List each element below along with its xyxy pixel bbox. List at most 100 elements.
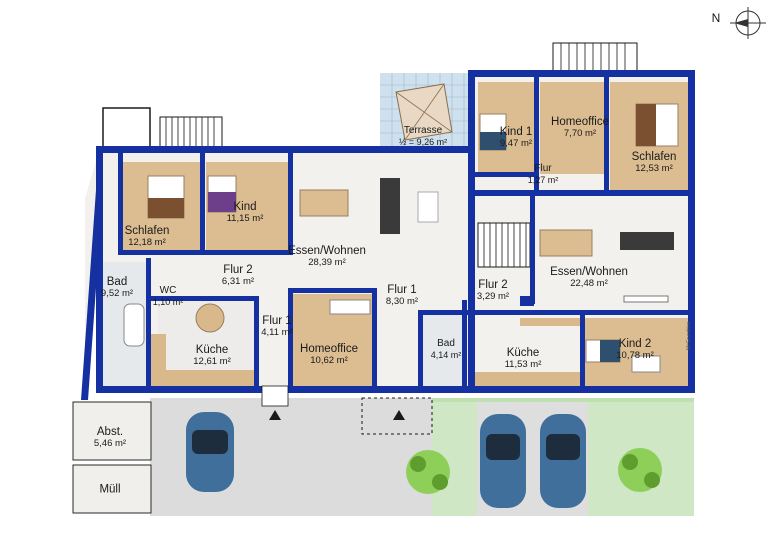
room-name: Bad: [106, 275, 128, 288]
shrub-1: [406, 450, 450, 494]
room-label-flur-2-right: Flur 2 3,29 m²: [477, 279, 509, 303]
room-label-flur-2-left: Flur 2 6,31 m²: [222, 264, 254, 288]
room-name: Bad: [437, 338, 455, 350]
room-label-homeoffice-left: Homeoffice 10,62 m²: [300, 343, 358, 367]
room-area: 28,39 m²: [308, 257, 346, 269]
room-area: 1,27 m²: [527, 174, 559, 185]
room-area: 6,31 m²: [221, 276, 255, 288]
compass-label: N: [711, 11, 721, 26]
room-name: Flur 2: [223, 263, 253, 276]
sofa-right: [620, 232, 674, 250]
car-right-2: [540, 414, 586, 508]
room-label-kind-1: Kind 1 9,47 m²: [500, 126, 533, 150]
room-area: 7,70 m²: [563, 128, 597, 140]
room-label-muell: Müll: [99, 483, 120, 496]
tv-board-right: [623, 295, 669, 303]
bed-schlafen-right-blanket: [636, 104, 656, 146]
round-table-kueche: [195, 303, 225, 333]
room-label-terrasse: Terrasse ½ = 9,26 m²: [399, 125, 447, 147]
room-name: Homeoffice: [551, 115, 609, 128]
dining-table-right: [539, 229, 593, 257]
room-label-schlafen-left: Schlafen 12,18 m²: [125, 225, 170, 249]
room-area: 3,29 m²: [476, 291, 510, 303]
room-name: Abst.: [96, 425, 124, 438]
room-name: Homeoffice: [300, 342, 358, 355]
room-label-essen-wohnen-right: Essen/Wohnen 22,48 m²: [550, 266, 628, 290]
north-compass-icon: [730, 7, 766, 39]
room-area: 12,53 m²: [635, 163, 673, 175]
room-label-wc: WC 1,10 m²: [153, 285, 184, 307]
kitchen-counter-left-side: [150, 334, 166, 386]
room-label-homeoffice-top: Homeoffice 7,70 m²: [551, 116, 609, 140]
bed-kind-blanket: [208, 192, 236, 212]
room-area: 10,62 m²: [310, 355, 348, 367]
room-name: Schlafen: [124, 224, 170, 237]
room-label-bad-left: Bad 9,52 m²: [101, 276, 133, 300]
room-label-flur-1-left: Flur 1 4,11 m²: [261, 315, 293, 339]
room-name: Küche: [506, 346, 540, 359]
car-right-1: [480, 414, 526, 508]
room-label-schlafen-right: Schlafen 12,53 m²: [632, 151, 677, 175]
room-name: Terrasse: [403, 125, 443, 137]
room-name: Essen/Wohnen: [288, 244, 366, 257]
desk-kind2: [631, 355, 661, 373]
room-area: 10,78 m²: [616, 350, 654, 362]
room-name: Flur 1: [262, 314, 292, 327]
exterior-stairs-right: [552, 42, 638, 74]
room-label-bad-right: Bad 4,14 m²: [431, 338, 462, 360]
room-area: 11,15 m²: [226, 213, 264, 225]
kitchen-counter-right: [468, 372, 580, 388]
walls: [81, 70, 695, 400]
room-name: Kind 1: [499, 125, 533, 138]
room-area: 22,48 m²: [570, 278, 608, 290]
room-label-essen-wohnen-left: Essen/Wohnen 28,39 m²: [288, 245, 366, 269]
kitchen-counter-left: [160, 370, 254, 386]
room-area: 9,52 m²: [100, 288, 134, 300]
bed-kind2-blanket: [600, 340, 620, 362]
room-label-flur-1-center: Flur 1 8,30 m²: [386, 284, 418, 308]
balcony-railing: [102, 107, 151, 150]
room-name: Flur 1: [387, 283, 417, 296]
room-area: 4,11 m²: [261, 327, 293, 339]
kitchen-counter-right-top: [520, 318, 580, 326]
room-name: Kind: [233, 200, 257, 213]
dining-table-left: [299, 189, 349, 217]
room-name: Schlafen: [631, 150, 677, 163]
room-name: Küche: [195, 343, 229, 356]
entrance-arrow-center: [361, 397, 433, 435]
room-label-abstellraum: Abst. 5,46 m²: [94, 426, 126, 450]
abstell-floor: [72, 401, 152, 461]
room-label-kind: Kind 11,15 m²: [227, 201, 264, 225]
watermark: McGrundriss: [686, 321, 692, 350]
terrace-umbrella-ribs: [395, 83, 453, 141]
room-name: WC: [159, 285, 177, 297]
car-left: [186, 412, 234, 492]
room-area: 12,18 m²: [128, 237, 166, 249]
coffee-table-left: [417, 191, 439, 223]
grass-strip-top: [432, 398, 694, 402]
room-label-kueche-right: Küche 11,53 m²: [505, 347, 542, 371]
room-area: 8,30 m²: [385, 296, 419, 308]
room-name: Essen/Wohnen: [550, 265, 628, 278]
room-label-kueche-left: Küche 12,61 m²: [193, 344, 231, 368]
room-area: 11,53 m²: [504, 359, 542, 371]
sofa-left: [380, 178, 400, 234]
bad-right-floor: [423, 314, 463, 386]
bed-kind1-blanket: [480, 132, 506, 150]
muell-floor: [72, 464, 152, 514]
exterior-stairs-left: [159, 116, 223, 148]
room-name: Kind 2: [618, 337, 652, 350]
room-area: 4,14 m²: [430, 349, 462, 360]
shrub-2: [618, 448, 662, 492]
room-area: 9,47 m²: [499, 138, 533, 150]
room-area: ½ = 9,26 m²: [398, 136, 448, 147]
room-area: 1,10 m²: [152, 296, 184, 307]
room-area: 5,46 m²: [93, 438, 127, 450]
desk-homeoffice: [329, 299, 371, 315]
interior-stairs: [477, 222, 531, 268]
bed-left-blanket: [148, 198, 184, 218]
entrance-arrow-left: [261, 385, 289, 420]
room-name: Flur: [534, 163, 552, 175]
room-label-kind-2: Kind 2 10,78 m²: [616, 338, 654, 362]
